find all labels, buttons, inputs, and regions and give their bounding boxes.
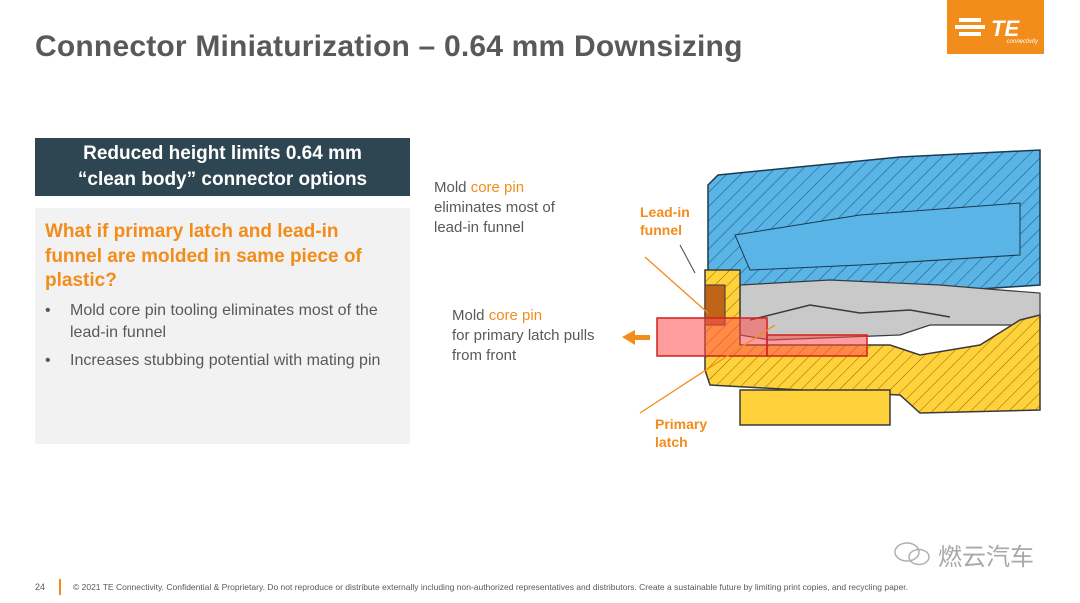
bullet-item: • Mold core pin tooling eliminates most o…	[45, 300, 400, 344]
label-core-pin-top: Mold core pin eliminates most of lead-in…	[434, 179, 555, 236]
leader-lead-in	[644, 256, 709, 314]
te-logo-icon: TE	[955, 16, 1020, 41]
callout-box: Reduced height limits 0.64 mm “clean bod…	[35, 138, 410, 196]
bullet-list: • Mold core pin tooling eliminates most o…	[45, 300, 400, 378]
question-heading: What if primary latch and lead-in funnel…	[45, 221, 362, 291]
bullet-dot-icon: •	[45, 302, 51, 319]
bullet-text: Mold core pin tooling eliminates most of…	[70, 302, 378, 341]
connector-cross-section-diagram	[622, 149, 1041, 426]
bullet-dot-icon: •	[45, 352, 51, 369]
logo-text: TE	[991, 16, 1020, 41]
blue-inner-cavity	[734, 202, 1021, 271]
callout-line-2: “clean body” connector options	[77, 169, 368, 190]
yellow-latch	[739, 389, 891, 426]
footer-disclaimer: © 2021 TE Connectivity. Confidential & P…	[73, 582, 908, 592]
bullet-text: Increases stubbing potential with mating…	[70, 352, 381, 369]
wechat-watermark-icon	[894, 542, 930, 566]
terminal-spring	[749, 304, 951, 321]
logo-subtext: connectivity	[1006, 39, 1038, 45]
footer-divider	[59, 579, 61, 595]
leader-primary-latch	[639, 324, 776, 414]
te-logo: TE connectivity	[947, 0, 1044, 54]
label-primary-latch: Primary latch	[655, 416, 708, 450]
question-panel: What if primary latch and lead-in funnel…	[35, 208, 410, 444]
grey-terminal	[739, 279, 1041, 341]
slide-title: Connector Miniaturization – 0.64 mm Down…	[35, 30, 743, 63]
core-pin-overlay	[656, 317, 768, 357]
page-number: 24	[35, 582, 46, 592]
pull-direction-arrow-icon	[622, 330, 650, 345]
leader-funnel-arrow	[679, 244, 696, 274]
watermark-text: 燃云汽车	[938, 544, 1034, 571]
core-pin-extension	[766, 334, 868, 357]
bullet-item: • Increases stubbing potential with matin…	[45, 350, 400, 372]
label-lead-in-funnel: Lead-in funnel	[640, 204, 690, 238]
label-core-pin-mid: Mold core pin for primary latch pulls fr…	[452, 307, 595, 364]
callout-line-1: Reduced height limits 0.64 mm	[83, 143, 362, 164]
